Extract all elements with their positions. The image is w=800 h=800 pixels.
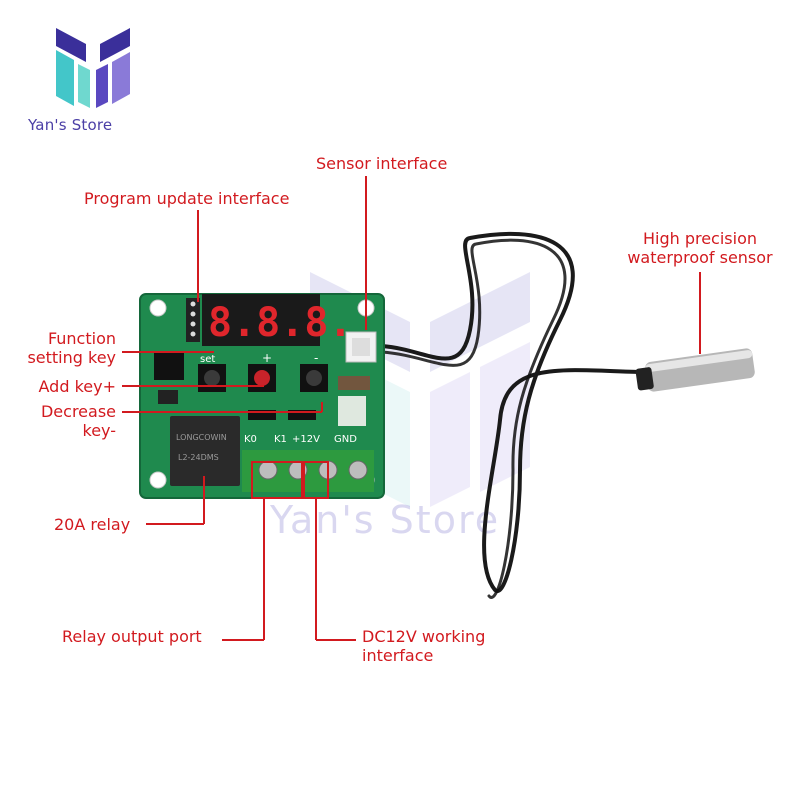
label-sensor-interface: Sensor interface	[316, 154, 448, 173]
relay-brand: LONGCOWIN	[176, 433, 227, 442]
store-logo	[56, 28, 130, 108]
probe-body	[635, 348, 755, 392]
silk-k0: K0	[244, 434, 257, 445]
label-relay-output: Relay output port	[62, 627, 202, 646]
silk-k1: K1	[274, 434, 287, 445]
label-decrease-key: Decrease key-	[10, 402, 116, 440]
pcb-board: 8.8.8. LONGCOWIN L2-24DMS set + - K0 K1 …	[139, 293, 385, 499]
silk-minus: -	[314, 351, 318, 365]
label-function-line1: Function	[47, 329, 116, 348]
label-function-key: Function setting key	[10, 329, 116, 367]
watermark-text: Yan's Store	[270, 498, 501, 542]
label-high-precision-line1: High precision	[642, 229, 758, 248]
label-high-precision: High precision waterproof sensor	[610, 229, 790, 267]
label-decrease-line1: Decrease	[40, 402, 116, 421]
label-decrease-line2: key-	[82, 421, 117, 440]
label-high-precision-line2: waterproof sensor	[627, 248, 773, 267]
label-dc12v: DC12V working interface	[362, 627, 485, 665]
label-program-update: Program update interface	[84, 189, 290, 208]
silk-gnd: GND	[334, 434, 357, 445]
label-dc12v-line2: interface	[362, 646, 434, 665]
silk-12v: +12V	[292, 434, 320, 445]
label-20a-relay: 20A relay	[54, 515, 131, 534]
label-add-key: Add key+	[38, 377, 116, 396]
label-dc12v-line1: DC12V working	[362, 627, 486, 646]
led-display: 8.8.8.	[208, 300, 353, 346]
store-name: Yan's Store	[28, 116, 113, 134]
relay-model: L2-24DMS	[178, 453, 219, 462]
silk-set: set	[200, 354, 215, 365]
label-function-line2: setting key	[27, 348, 116, 367]
silk-plus: +	[262, 351, 272, 365]
